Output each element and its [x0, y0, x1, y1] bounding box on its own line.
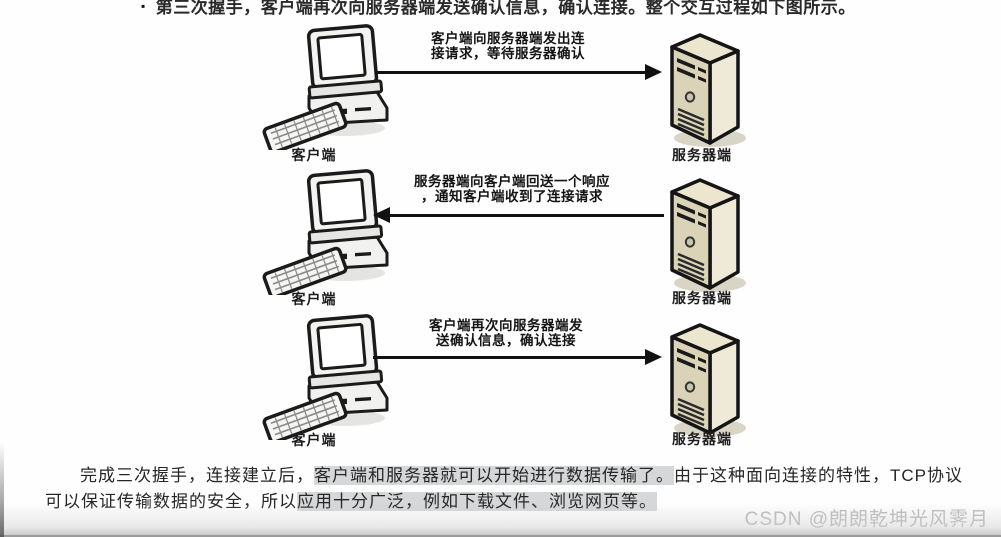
client-label: 客户端 [291, 291, 337, 307]
server-label: 服务器端 [672, 290, 732, 306]
summary-line1: 完成三次握手，连接建立后，客户端和服务器就可以开始进行数据传输了。由于这种面向连… [45, 463, 985, 489]
server-label: 服务器端 [672, 147, 732, 163]
client-label: 客户端 [291, 432, 337, 448]
handshake-step3-message: 客户端再次向服务器端发 送确认信息，确认连接 [429, 318, 583, 348]
message-line2: ，通知客户端收到了连接请求 [421, 189, 603, 204]
arrow-left-icon [373, 207, 664, 223]
summary-text: 可以保证传输数据的安全，所以 [45, 492, 297, 511]
bullet-icon: ▪ [141, 0, 146, 13]
server-tower-icon [670, 323, 746, 437]
left-edge-artifact [0, 442, 4, 537]
client-computer-icon [262, 24, 389, 150]
message-line2: 送确认信息，确认连接 [436, 333, 576, 348]
arrow-right-icon [375, 64, 662, 80]
summary-text: 完成三次握手，连接建立后， [80, 466, 314, 485]
message-line2: 接请求，等待服务器确认 [431, 46, 585, 61]
highlighted-text: 客户端和服务器就可以开始进行数据传输了。 [314, 466, 674, 485]
highlighted-text: 应用十分广泛，例如下载文件、浏览网页等。 [297, 492, 657, 511]
server-label: 服务器端 [672, 431, 732, 447]
message-line1: 客户端向服务器端发出连 [431, 31, 585, 46]
client-label: 客户端 [291, 147, 337, 163]
client-computer-icon [262, 169, 389, 295]
intro-sentence-text: 第三次握手，客户端再次向服务器端发送确认信息，确认连接。整个交互过程如下图所示。 [155, 0, 856, 17]
handshake-step1-message: 客户端向服务器端发出连 接请求，等待服务器确认 [431, 31, 585, 61]
client-computer-icon [262, 314, 389, 440]
handshake-step2-message: 服务器端向客户端回送一个响应 ，通知客户端收到了连接请求 [414, 174, 610, 204]
bottom-edge-artifact [0, 535, 1001, 537]
summary-text: 由于这种面向连接的特性，TCP协议 [674, 466, 963, 485]
message-line1: 客户端再次向服务器端发 [429, 318, 583, 333]
message-line1: 服务器端向客户端回送一个响应 [414, 174, 610, 189]
csdn-watermark: CSDN @朗朗乾坤光风霁月 [744, 509, 989, 530]
arrow-right-icon [373, 349, 662, 365]
server-tower-icon [670, 178, 746, 292]
server-tower-icon [670, 33, 746, 147]
intro-sentence: ▪ 第三次握手，客户端再次向服务器端发送确认信息，确认连接。整个交互过程如下图所示… [141, 0, 1001, 18]
